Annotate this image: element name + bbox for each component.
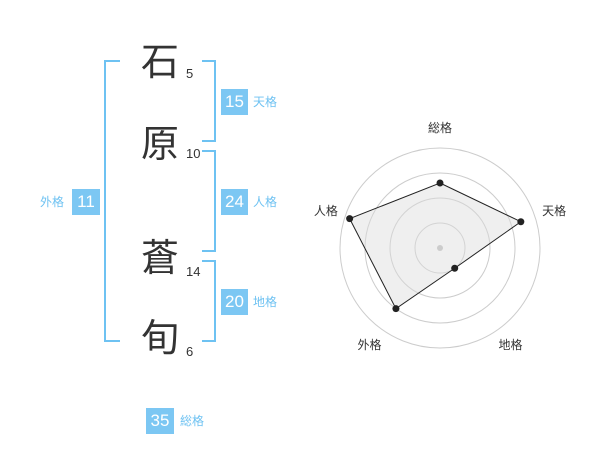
jinkaku-bracket <box>202 150 216 252</box>
tenkaku-badge: 15 <box>221 89 248 115</box>
radar-point-2 <box>517 218 525 226</box>
radar-ring-2 <box>389 197 491 299</box>
stroke-count-1: 5 <box>186 66 194 81</box>
jinkaku-label: 人格 <box>253 195 278 209</box>
chikaku-badge: 20 <box>221 289 248 315</box>
name-char-3: 蒼 <box>140 236 179 280</box>
name-char-1: 石 <box>140 40 179 84</box>
tenkaku-label: 天格 <box>253 95 278 109</box>
tenkaku-bracket <box>202 60 216 142</box>
chikaku-label: 地格 <box>253 295 278 309</box>
radar-axis-label-1: 総格 <box>428 120 452 135</box>
stroke-count-3: 14 <box>186 264 201 279</box>
jinkaku-badge: 24 <box>221 189 248 215</box>
radar-axis-label-3: 地格 <box>499 337 523 352</box>
stroke-count-4: 6 <box>186 344 194 359</box>
gaikaku-bracket <box>104 60 120 342</box>
radar-axis-label-2: 天格 <box>542 203 566 218</box>
soukaku-label: 総格 <box>180 414 205 428</box>
radar-point-5 <box>346 215 354 223</box>
radar-point-1 <box>436 179 444 187</box>
radar-axis-label-5: 人格 <box>314 203 338 218</box>
gaikaku-label: 外格 <box>40 195 65 209</box>
name-char-4: 旬 <box>140 316 179 360</box>
radar-area <box>348 182 522 310</box>
soukaku-badge: 35 <box>146 408 174 434</box>
radar-point-3 <box>451 264 459 272</box>
radar-axis-label-4: 外格 <box>357 337 381 352</box>
gaikaku-badge: 11 <box>72 189 100 215</box>
radar-point-4 <box>392 305 400 313</box>
radar-ring-1 <box>414 222 466 274</box>
stroke-count-2: 10 <box>186 146 201 161</box>
name-char-2: 原 <box>140 122 179 166</box>
chikaku-bracket <box>202 260 216 342</box>
radar-center <box>437 245 443 251</box>
